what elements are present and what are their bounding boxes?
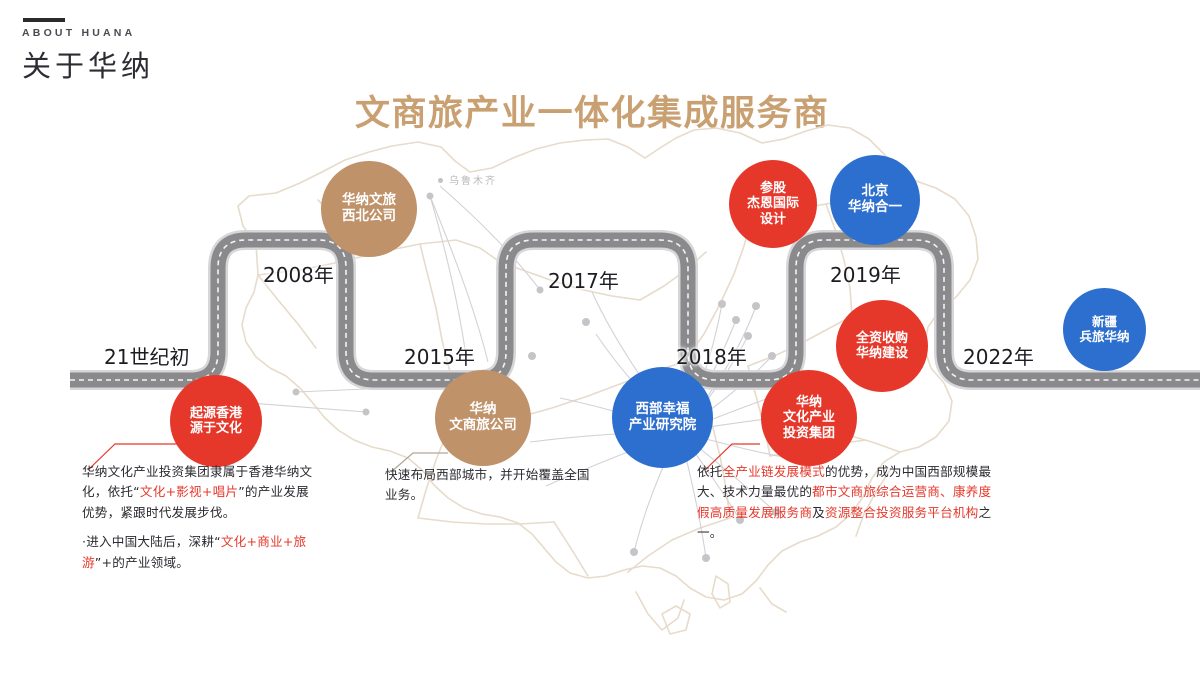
milestone-node-beijing_hy[interactable]: 北京华纳合一 <box>830 155 920 245</box>
milestone-node-label: 华纳建设 <box>855 346 908 361</box>
caption-highlight-run: 文化+影视+唱片 <box>139 484 239 500</box>
caption-paragraph: ·进入中国大陆后，深耕“文化+商业+旅游”+的产业领域。 <box>82 532 314 573</box>
milestone-node-label: 设计 <box>759 211 786 227</box>
page-title: 文商旅产业一体化集成服务商 <box>355 94 830 134</box>
caption-text-run: ”+的产业领域。 <box>94 554 190 570</box>
leader-line-caption-1 <box>87 443 205 471</box>
caption-paragraph: 华纳文化产业投资集团隶属于香港华纳文化，依托“文化+影视+唱片”的产业发展优势，… <box>82 462 314 523</box>
milestone-node-label: 杰恩国际 <box>746 196 799 212</box>
milestone-node-xinjiang[interactable]: 新疆兵旅华纳 <box>1063 288 1146 371</box>
milestone-node-label: 西北公司 <box>342 208 396 224</box>
year-label-2008年: 2008年 <box>263 263 334 287</box>
caption-text-run: 依托 <box>697 464 723 479</box>
caption-text-run: 的优势，成为中国西部规模最大、技术力量最优的 <box>697 464 992 500</box>
milestone-node-label: 兵旅华纳 <box>1079 328 1130 344</box>
milestone-node-label: 华纳文旅 <box>342 192 396 209</box>
caption-text-run: 华纳文化产业投资集团隶属于香港华纳文化，依托“ <box>82 464 313 500</box>
leader-line-caption-2 <box>390 452 448 473</box>
caption-highlight-run: 都市文商旅综合运营商、康养度假高质量发展服务商 <box>697 484 992 520</box>
urumqi-map-dot <box>438 178 443 183</box>
milestone-node-label: 西部幸福 <box>635 400 690 417</box>
caption-highlight-run: 资源整合投资服务平台机构 <box>824 504 979 520</box>
milestone-node-west_happy[interactable]: 西部幸福产业研究院 <box>612 367 713 468</box>
milestone-node-label: 华纳 <box>795 395 822 410</box>
milestone-node-label: 文商旅公司 <box>449 417 517 433</box>
milestone-node-northwest[interactable]: 华纳文旅西北公司 <box>321 161 417 257</box>
milestone-node-label: 起源香港 <box>189 405 242 421</box>
year-label-2017年: 2017年 <box>548 269 619 293</box>
urumqi-map-label: 乌鲁木齐 <box>449 176 497 187</box>
milestone-node-label: 产业研究院 <box>628 416 697 433</box>
year-label-2018年: 2018年 <box>676 345 747 369</box>
year-label-21世纪初: 21世纪初 <box>104 345 190 369</box>
milestone-node-label: 北京 <box>861 183 889 200</box>
caption-3: 依托全产业链发展模式的优势，成为中国西部规模最大、技术力量最优的都市文商旅综合运… <box>697 462 997 544</box>
leader-line-caption-3 <box>704 443 760 471</box>
caption-paragraph: 依托全产业链发展模式的优势，成为中国西部规模最大、技术力量最优的都市文商旅综合运… <box>697 462 997 544</box>
milestone-node-label: 新疆 <box>1091 313 1117 329</box>
caption-highlight-run: 文化+商业+旅游 <box>82 534 307 570</box>
year-label-2019年: 2019年 <box>830 263 901 287</box>
milestone-node-label: 参股 <box>759 181 786 196</box>
milestone-node-acquire[interactable]: 全资收购华纳建设 <box>836 300 928 392</box>
logo-chinese-label: 关于华纳 <box>22 49 155 83</box>
year-label-2022年: 2022年 <box>963 345 1034 369</box>
milestone-node-origin_hk[interactable]: 起源香港源于文化 <box>170 375 262 467</box>
milestone-node-culture_inv[interactable]: 华纳文化产业投资集团 <box>761 370 857 466</box>
milestone-node-label: 华纳合一 <box>848 199 902 215</box>
caption-text-run: ”的产业发展优势，紧跟时代发展步伐。 <box>82 484 309 520</box>
caption-2: 快速布局西部城市，并开始覆盖全国业务。 <box>385 465 600 506</box>
caption-1: 华纳文化产业投资集团隶属于香港华纳文化，依托“文化+影视+唱片”的产业发展优势，… <box>82 462 314 573</box>
caption-text-run: ·进入中国大陆后，深耕“ <box>82 534 221 550</box>
milestone-node-label: 文化产业 <box>782 410 835 426</box>
milestone-node-label: 华纳 <box>469 401 497 418</box>
logo-block: ABOUT HUANA 关于华纳 <box>22 18 154 85</box>
milestone-node-label: 源于文化 <box>189 421 242 436</box>
logo-english-label: ABOUT HUANA <box>22 27 136 39</box>
milestone-node-wenshanglv[interactable]: 华纳文商旅公司 <box>435 370 531 466</box>
year-label-2015年: 2015年 <box>404 345 475 369</box>
caption-text-run: 及 <box>812 504 825 520</box>
caption-text-run: 之一。 <box>697 504 992 541</box>
milestone-node-label: 投资集团 <box>782 425 835 441</box>
logo-rule <box>23 18 65 22</box>
caption-highlight-run: 全产业链发展模式 <box>722 464 825 479</box>
milestone-node-jenn_design[interactable]: 参股杰恩国际设计 <box>729 160 817 248</box>
caption-text-run: 快速布局西部城市，并开始覆盖全国业务。 <box>385 467 590 503</box>
caption-paragraph: 快速布局西部城市，并开始覆盖全国业务。 <box>385 465 600 506</box>
milestone-node-label: 全资收购 <box>855 330 908 346</box>
